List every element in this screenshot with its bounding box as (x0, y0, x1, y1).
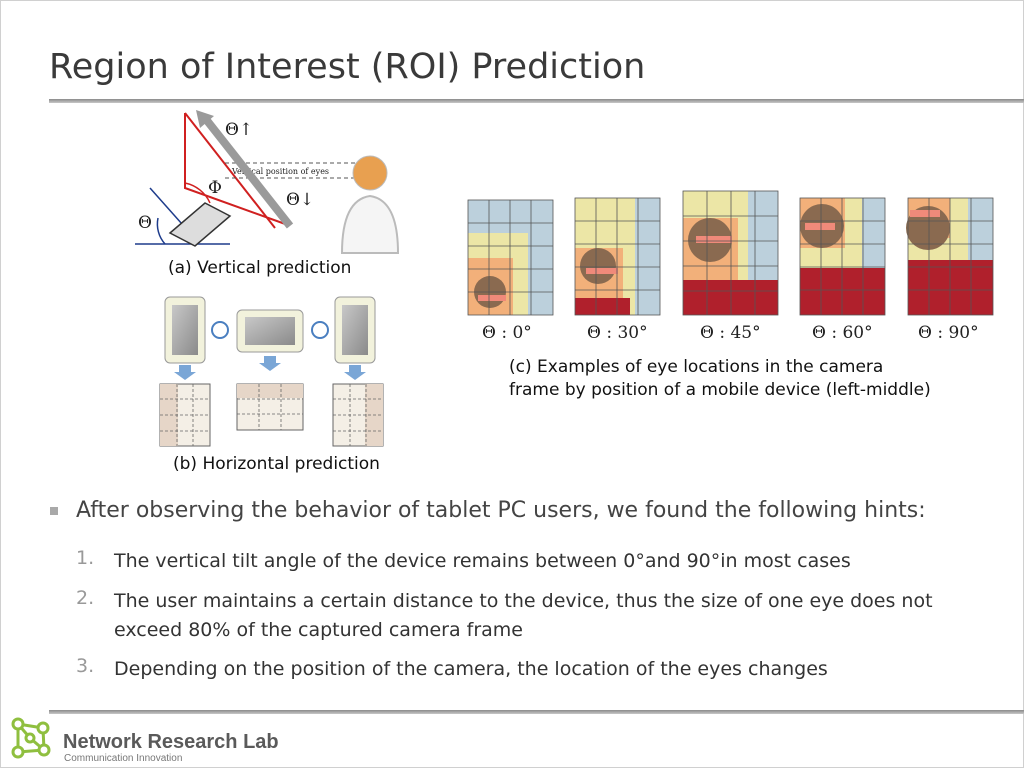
list-item-text: Depending on the position of the camera,… (114, 658, 828, 680)
camera-frame-90-deg (906, 198, 993, 315)
horizontal-prediction-caption: (b) Horizontal prediction (173, 454, 380, 474)
list-item-number: 3. (76, 655, 95, 677)
vertical-prediction-caption: (a) Vertical prediction (168, 258, 352, 278)
list-item-number: 2. (76, 587, 95, 609)
angle-label-45: Θ : 45° (700, 323, 761, 343)
camera-frame-examples: Θ : 0° Θ : 30° Θ : 45° Θ : 60° Θ : 90° (467, 190, 994, 343)
examples-caption-line1: (c) Examples of eye locations in the cam… (509, 357, 884, 377)
phi-label: Φ (208, 178, 222, 198)
footer-lab-subtitle: Communication Innovation (64, 753, 183, 764)
theta-down-label: Θ↓ (286, 190, 314, 210)
page-title: Region of Interest (ROI) Prediction (49, 47, 646, 87)
angle-label-30: Θ : 30° (587, 323, 648, 343)
horizontal-prediction-diagram (159, 296, 384, 447)
main-bullet-text: After observing the behavior of tablet P… (76, 498, 926, 523)
list-item-text: The vertical tilt angle of the device re… (114, 550, 851, 572)
lab-logo-icon (11, 717, 51, 759)
angle-label-90: Θ : 90° (918, 323, 979, 343)
title-divider (49, 99, 1024, 103)
angle-label-60: Θ : 60° (812, 323, 873, 343)
footer-lab-name: Network Research Lab (63, 731, 279, 753)
list-item-number: 1. (76, 547, 95, 569)
bullet-marker (50, 507, 58, 515)
angle-label-0: Θ : 0° (482, 323, 532, 343)
vertical-prediction-diagram: Vertical position of eyes Θ↑ Θ↓ Φ Θ (135, 110, 400, 254)
examples-caption-line2: frame by position of a mobile device (le… (509, 380, 931, 400)
footer-divider (49, 710, 1024, 714)
eyes-position-label: Vertical position of eyes (231, 167, 329, 176)
camera-frame-45-deg (683, 191, 778, 315)
camera-frame-0-deg (468, 200, 553, 315)
camera-frame-30-deg (575, 198, 660, 315)
theta-label: Θ (138, 213, 152, 233)
camera-frame-60-deg (800, 198, 885, 315)
list-item-text: The user maintains a certain distance to… (114, 590, 933, 641)
theta-up-label: Θ↑ (225, 120, 253, 140)
